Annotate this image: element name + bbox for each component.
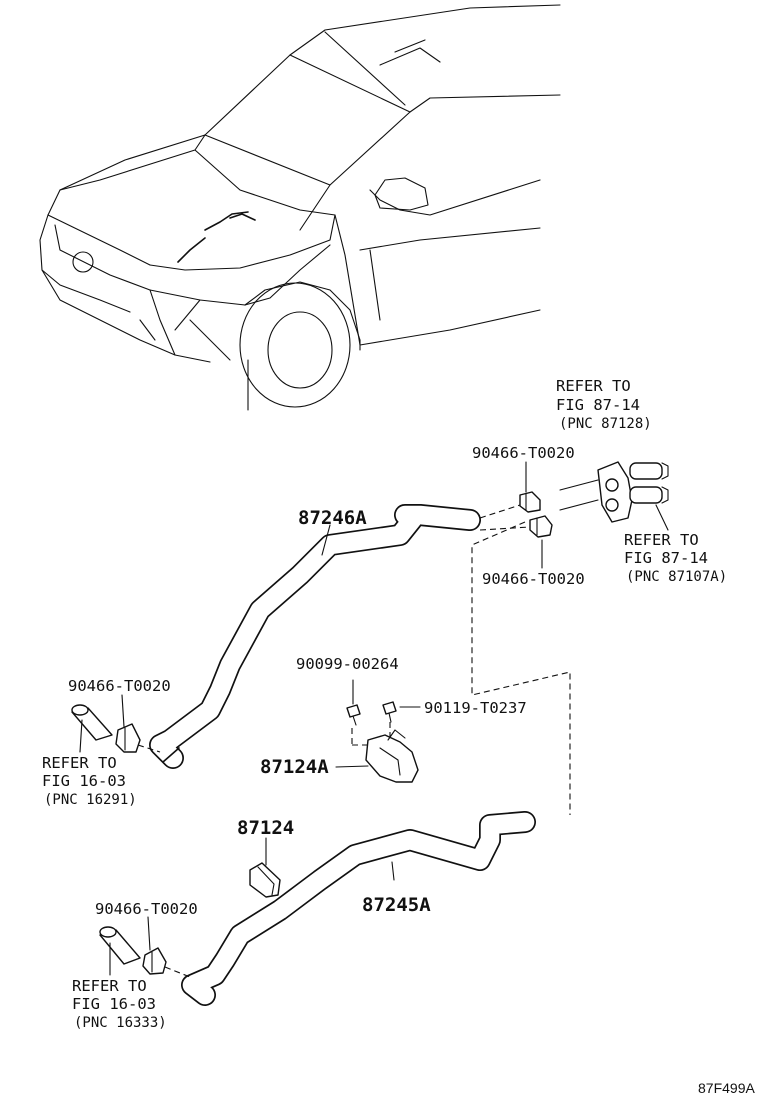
hose-87246a (149, 504, 481, 769)
pipe-left-upper (71, 704, 113, 741)
label-hose-upper: 87246A (298, 507, 367, 529)
hose-clip-left-upper (115, 723, 141, 753)
leader-lines (79, 461, 669, 976)
svg-text:FIG 87-14: FIG 87-14 (624, 549, 708, 567)
pipe-left-lower (99, 926, 141, 965)
ref-fig-16-03-pnc-16333: REFER TO FIG 16-03 (PNC 16333) (72, 977, 167, 1031)
label-hose-lower: 87245A (362, 894, 431, 916)
figure-id: 87F499A (698, 1080, 755, 1096)
screw-90119 (382, 701, 397, 723)
svg-text:REFER TO: REFER TO (42, 754, 117, 772)
guide-line (164, 966, 191, 978)
hose-87245a (181, 811, 536, 1006)
bolt-90099 (346, 679, 361, 726)
svg-text:(PNC 16333): (PNC 16333) (74, 1015, 167, 1031)
svg-text:REFER TO: REFER TO (624, 531, 699, 549)
guide-line (137, 744, 161, 753)
hose-clip-left-lower (142, 947, 167, 975)
svg-text:FIG 16-03: FIG 16-03 (72, 995, 156, 1013)
ref-fig-16-03-pnc-16291: REFER TO FIG 16-03 (PNC 16291) (42, 754, 137, 808)
svg-text:REFER TO: REFER TO (72, 977, 147, 995)
clamp-bracket-87124a (365, 729, 419, 783)
ref-fig-87-14-pnc-87107a: REFER TO FIG 87-14 (PNC 87107A) (624, 531, 727, 585)
label-clamp-bracket: 87124A (260, 756, 329, 778)
guide-line (479, 526, 531, 531)
hose-clip-top-upper (519, 491, 541, 513)
svg-text:REFER TO: REFER TO (556, 377, 631, 395)
vehicle-illustration (39, 4, 561, 411)
svg-text:(PNC 87107A): (PNC 87107A) (626, 569, 727, 585)
label-hose-clip-left-upper: 90466-T0020 (68, 677, 171, 695)
label-screw: 90119-T0237 (424, 699, 527, 717)
label-hose-clip-left-lower: 90466-T0020 (95, 900, 198, 918)
heater-pipe-flange (559, 461, 669, 523)
svg-text:(PNC 16291): (PNC 16291) (44, 792, 137, 808)
hose-clip-top-lower (529, 515, 553, 538)
guide-line (479, 504, 521, 519)
ref-fig-87-14-pnc-87128: REFER TO FIG 87-14 (PNC 87128) (556, 377, 652, 432)
svg-text:FIG 87-14: FIG 87-14 (556, 396, 640, 414)
label-bolt: 90099-00264 (296, 655, 399, 673)
label-hose-clip-top-upper: 90466-T0020 (472, 444, 575, 462)
svg-text:FIG 16-03: FIG 16-03 (42, 772, 126, 790)
guide-line (471, 521, 571, 815)
label-clip: 87124 (237, 817, 294, 839)
hose-end (162, 747, 180, 763)
clip-87124 (249, 862, 281, 898)
svg-text:(PNC 87128): (PNC 87128) (559, 416, 652, 432)
label-hose-clip-top-lower: 90466-T0020 (482, 570, 585, 588)
